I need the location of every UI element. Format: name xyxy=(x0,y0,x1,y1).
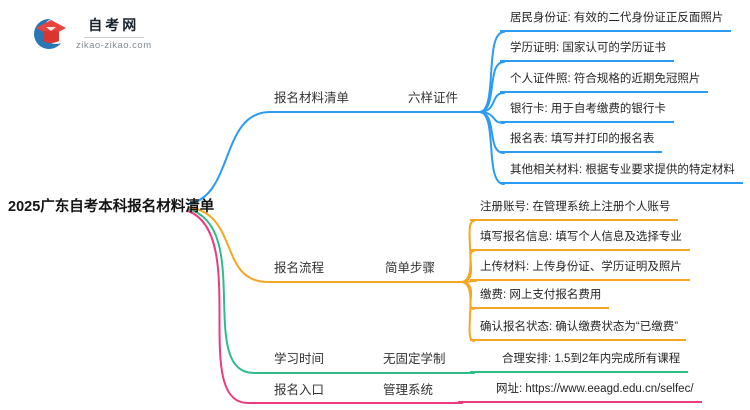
logo-divider xyxy=(83,37,144,38)
leaf-line-photo xyxy=(479,92,505,113)
leaf-other-materials: 其他相关材料: 根据专业要求提供的特定材料 xyxy=(500,162,743,184)
leaf-pay-fee: 缴费: 网上支付报名费用 xyxy=(470,287,610,309)
graduation-cap-icon xyxy=(34,18,69,49)
branch-label-study-time: 学习时间 xyxy=(274,352,325,366)
branch-sublabel-study-time: 无固定学制 xyxy=(383,352,446,366)
branch-line-entry xyxy=(187,210,463,404)
leaf-diploma: 学历证明: 国家认可的学历证书 xyxy=(500,40,674,62)
site-logo: 自考网 zikao-zikao.com xyxy=(30,13,152,53)
leaf-form: 报名表: 填写并打印的报名表 xyxy=(500,131,663,153)
leaf-schedule: 合理安排: 1.5到2年内完成所有课程 xyxy=(470,351,689,373)
branch-label-process: 报名流程 xyxy=(274,261,325,275)
leaf-line-other xyxy=(479,111,505,185)
leaf-confirm-status: 确认报名状态: 确认缴费状态为“已缴费” xyxy=(470,319,687,341)
leaf-upload-materials: 上传材料: 上传身份证、学历证明及照片 xyxy=(470,259,690,281)
leaf-photo: 个人证件照: 符合规格的近期免冠照片 xyxy=(500,71,709,93)
leaf-website-url: 网址: https://www.eeagd.edu.cn/selfec/ xyxy=(458,381,702,403)
leaf-fill-info: 填写报名信息: 填写个人信息及选择专业 xyxy=(470,229,690,251)
root-node-title: 2025广东自考本科报名材料清单 xyxy=(8,199,215,215)
branch-line-study-time xyxy=(187,208,475,374)
leaf-id-card: 居民身份证: 有效的二代身份证正反面照片 xyxy=(500,10,732,32)
branch-line-materials xyxy=(187,111,481,205)
leaf-register-account: 注册账号: 在管理系统上注册个人账号 xyxy=(470,199,679,221)
branch-sublabel-materials: 六样证件 xyxy=(408,91,459,105)
branch-label-materials: 报名材料清单 xyxy=(274,91,350,105)
branch-sublabel-process: 简单步骤 xyxy=(385,261,436,275)
site-logo-text: 自考网 zikao-zikao.com xyxy=(76,15,152,51)
leaf-line-fill-info xyxy=(461,250,475,283)
site-url: zikao-zikao.com xyxy=(76,40,152,51)
site-name: 自考网 xyxy=(88,17,140,33)
branch-line-process xyxy=(187,206,463,283)
leaf-line-diploma xyxy=(479,61,505,113)
leaf-bank-card: 银行卡: 用于自考缴费的银行卡 xyxy=(500,101,674,123)
branch-sublabel-entry: 管理系统 xyxy=(383,383,434,397)
branch-label-entry: 报名入口 xyxy=(274,383,325,397)
